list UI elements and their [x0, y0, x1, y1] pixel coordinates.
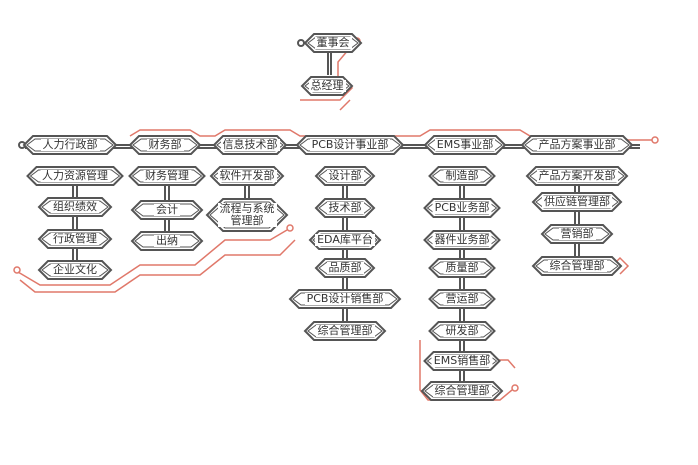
node-label: PCB设计事业部	[309, 138, 391, 151]
node-label: EMS销售部	[431, 354, 493, 367]
general-manager-node[interactable]: 总经理	[300, 76, 354, 96]
sub-department-node[interactable]: 研发部	[428, 321, 496, 341]
sub-department-node[interactable]: 综合管理部	[303, 321, 387, 341]
node-label: 综合管理部	[315, 324, 375, 337]
node-label: 制造部	[443, 169, 481, 182]
sub-department-node[interactable]: 制造部	[428, 166, 496, 186]
node-label: 器件业务部	[432, 233, 492, 246]
node-label: 营运部	[443, 292, 481, 305]
node-label: PCB设计销售部	[304, 292, 386, 305]
sub-department-node[interactable]: 质量部	[428, 258, 496, 278]
node-label: 财务部	[146, 138, 184, 151]
sub-department-node[interactable]: 产品方案开发部	[525, 166, 629, 186]
node-label: 人力行政部	[40, 138, 100, 151]
node-label: 供应链管理部	[542, 195, 612, 208]
sub-department-node[interactable]: PCB设计销售部	[288, 289, 402, 309]
sub-department-node[interactable]: 会计	[130, 200, 204, 220]
node-label: 总经理	[308, 79, 346, 92]
node-label: EMS事业部	[434, 138, 496, 151]
node-label: 品质部	[326, 261, 364, 274]
node-label: 综合管理部	[432, 384, 492, 397]
node-label: 企业文化	[51, 263, 99, 276]
sub-department-node[interactable]: 行政管理	[37, 229, 113, 249]
node-label: 技术部	[326, 201, 364, 214]
sub-department-node[interactable]: 器件业务部	[423, 230, 501, 250]
node-label: 质量部	[443, 261, 481, 274]
node-label: 营销部	[558, 227, 596, 240]
node-label: 研发部	[443, 324, 481, 337]
sub-department-node[interactable]: 出纳	[130, 231, 204, 251]
sub-department-node[interactable]: 流程与系统 管理部	[205, 198, 289, 232]
node-label: 人力资源管理	[40, 169, 110, 182]
sub-department-node[interactable]: 组织绩效	[37, 197, 113, 217]
sub-department-node[interactable]: 综合管理部	[531, 256, 623, 276]
node-label: 财务管理	[143, 169, 191, 182]
sub-department-node[interactable]: 供应链管理部	[531, 192, 623, 212]
sub-department-node[interactable]: EDA库平台	[308, 230, 382, 250]
department-node[interactable]: PCB设计事业部	[295, 135, 405, 155]
node-label: 综合管理部	[547, 259, 607, 272]
node-label: 软件开发部	[217, 169, 277, 182]
node-label: 行政管理	[51, 232, 99, 245]
node-label: 产品方案事业部	[536, 138, 618, 151]
department-node[interactable]: EMS事业部	[423, 135, 507, 155]
node-label: 出纳	[154, 234, 180, 247]
sub-department-node[interactable]: 设计部	[314, 166, 376, 186]
department-node[interactable]: 财务部	[128, 135, 202, 155]
node-label: 董事会	[314, 36, 352, 49]
node-label: 会计	[154, 203, 180, 216]
node-label: EDA库平台	[315, 233, 375, 246]
sub-department-node[interactable]: 营运部	[428, 289, 496, 309]
sub-department-node[interactable]: 品质部	[314, 258, 376, 278]
department-node[interactable]: 信息技术部	[212, 135, 288, 155]
sub-department-node[interactable]: 综合管理部	[420, 381, 504, 401]
sub-department-node[interactable]: 人力资源管理	[26, 166, 124, 186]
node-label: 设计部	[326, 169, 364, 182]
sub-department-node[interactable]: EMS销售部	[423, 351, 501, 371]
node-label: 产品方案开发部	[536, 169, 618, 182]
sub-department-node[interactable]: 财务管理	[128, 166, 206, 186]
sub-department-node[interactable]: 技术部	[314, 198, 376, 218]
node-label: 信息技术部	[220, 138, 280, 151]
sub-department-node[interactable]: 软件开发部	[209, 166, 285, 186]
sub-department-node[interactable]: 营销部	[540, 224, 614, 244]
sub-department-node[interactable]: PCB业务部	[423, 198, 501, 218]
connector-node-icon	[297, 39, 305, 47]
sub-department-node[interactable]: 企业文化	[37, 260, 113, 280]
node-label: 组织绩效	[51, 200, 99, 213]
node-label: PCB业务部	[432, 201, 492, 214]
node-label: 流程与系统 管理部	[217, 202, 277, 227]
board-node[interactable]: 董事会	[303, 33, 363, 53]
department-node[interactable]: 人力行政部	[22, 135, 118, 155]
department-node[interactable]: 产品方案事业部	[520, 135, 634, 155]
